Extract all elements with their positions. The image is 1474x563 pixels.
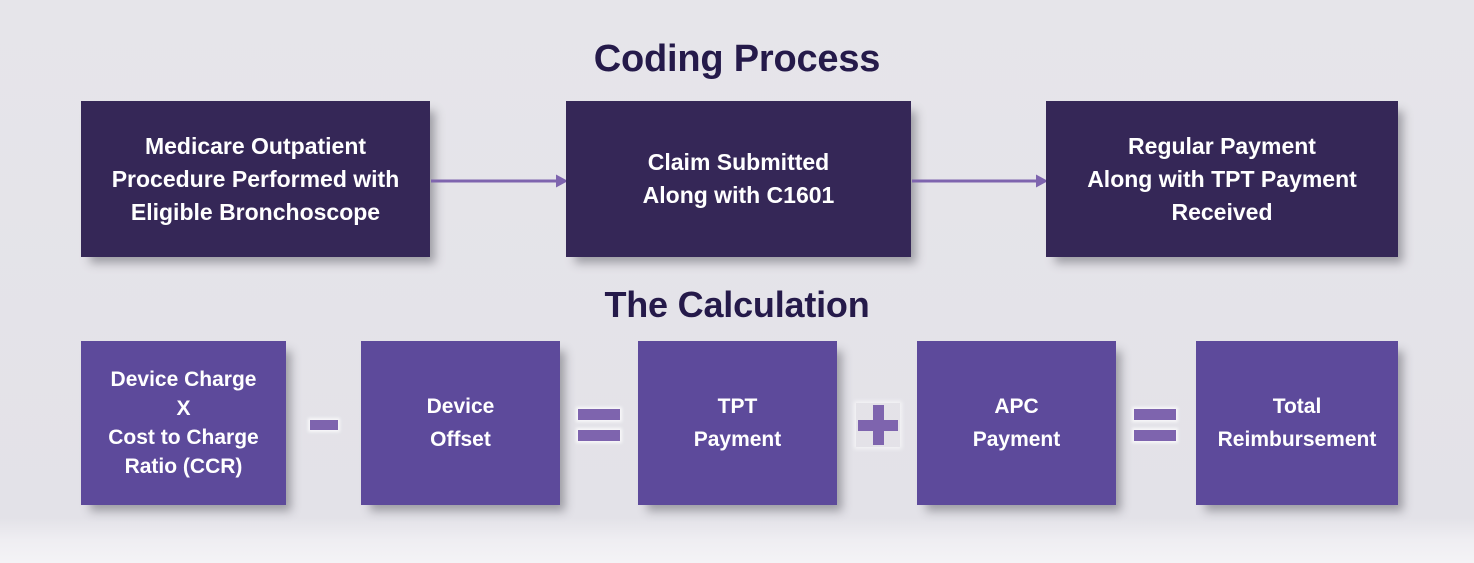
process-box-medicare-outpatient-label: Medicare Outpatient Procedure Performed …	[111, 132, 400, 225]
calc-box-device-charge-ccr: Device Charge X Cost to Charge Ratio (CC…	[81, 341, 286, 505]
equals-bar-bottom	[1134, 430, 1176, 441]
section-title-the-calculation: The Calculation	[604, 284, 870, 325]
operator-equals-icon-2	[1124, 400, 1186, 450]
calc-box-device-charge-ccr-label: Device Charge X Cost to Charge Ratio (CC…	[108, 368, 259, 478]
arrow-medicare-to-claim	[431, 174, 568, 188]
equals-bar-top	[578, 409, 620, 420]
process-box-medicare-outpatient: Medicare Outpatient Procedure Performed …	[81, 101, 430, 257]
minus-bar	[310, 420, 338, 430]
calc-box-total-reimbursement: Total Reimbursement	[1196, 341, 1398, 505]
calc-box-apc-payment: APC Payment	[917, 341, 1116, 505]
process-box-regular-payment: Regular Payment Along with TPT Payment R…	[1046, 101, 1398, 257]
operator-plus-icon	[847, 402, 909, 448]
process-box-claim-submitted-label: Claim Submitted Along with C1601	[642, 149, 835, 208]
calc-box-tpt-payment-label: TPT Payment	[693, 395, 782, 451]
operator-minus-icon	[292, 405, 356, 445]
process-box-claim-submitted: Claim Submitted Along with C1601	[566, 101, 911, 257]
plus-glyph	[858, 405, 898, 445]
equals-bar-top	[1134, 409, 1176, 420]
calc-box-tpt-payment: TPT Payment	[638, 341, 837, 505]
section-title-coding-process: Coding Process	[593, 38, 881, 80]
equals-bar-bottom	[578, 430, 620, 441]
calc-box-device-offset: Device Offset	[361, 341, 560, 505]
process-box-regular-payment-label: Regular Payment Along with TPT Payment R…	[1087, 132, 1357, 225]
calc-box-total-reimbursement-label: Total Reimbursement	[1217, 395, 1377, 451]
plus-bar-vertical	[873, 405, 884, 445]
operator-equals-icon-1	[568, 400, 630, 450]
arrow-claim-to-payment	[912, 174, 1048, 188]
calc-box-device-offset-label: Device Offset	[426, 395, 495, 451]
calc-box-apc-payment-label: APC Payment	[972, 395, 1061, 451]
